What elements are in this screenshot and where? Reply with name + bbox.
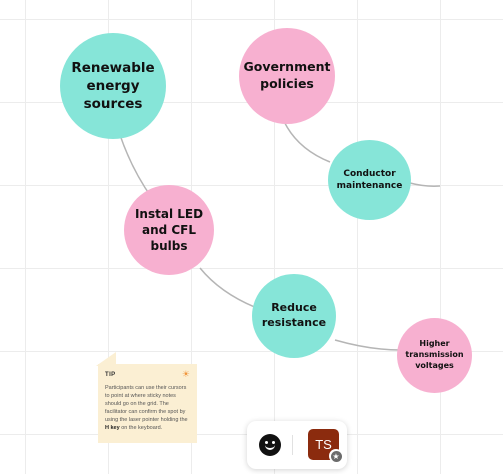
bottom-toolbar: TS ★	[247, 421, 347, 469]
avatar-badge: ★	[329, 449, 343, 463]
node-renewable-energy-sources[interactable]: Renewable energy sources	[60, 33, 166, 139]
node-conductor-maintenance[interactable]: Conductor maintenance	[328, 140, 411, 220]
node-instal-led-cfl-bulbs[interactable]: Instal LED and CFL bulbs	[124, 185, 214, 275]
connection-renewable-instal	[119, 134, 153, 199]
node-label: Reduce resistance	[261, 301, 327, 329]
node-label: Instal LED and CFL bulbs	[134, 206, 204, 254]
connection-conductor-offscreen	[409, 182, 441, 187]
tip-title: TIP	[105, 372, 116, 378]
avatar-initials: TS	[315, 437, 332, 452]
sun-icon: ☀	[181, 369, 190, 379]
star-icon: ★	[330, 450, 342, 462]
toolbar-divider	[292, 435, 293, 455]
node-higher-transmission-voltages[interactable]: Higher transmission voltages	[397, 318, 472, 393]
node-label: Renewable energy sources	[71, 59, 155, 113]
tip-text-part: on the keyboard.	[119, 425, 163, 431]
tip-card: TIP ☀ Participants can use their cursors…	[98, 364, 197, 443]
connection-reduce-higher	[334, 339, 401, 351]
node-reduce-resistance[interactable]: Reduce resistance	[252, 274, 336, 358]
node-label: Government policies	[243, 59, 331, 91]
node-label: Higher transmission voltages	[405, 339, 464, 370]
tip-key: H key	[105, 425, 120, 431]
tip-text-part: Participants can use their cursors to po…	[105, 385, 188, 423]
tip-pointer	[96, 352, 116, 366]
node-government-policies[interactable]: Government policies	[239, 28, 335, 124]
tip-text: Participants can use their cursors to po…	[105, 384, 190, 432]
node-label: Conductor maintenance	[336, 168, 403, 191]
smiley-icon[interactable]	[259, 434, 281, 456]
